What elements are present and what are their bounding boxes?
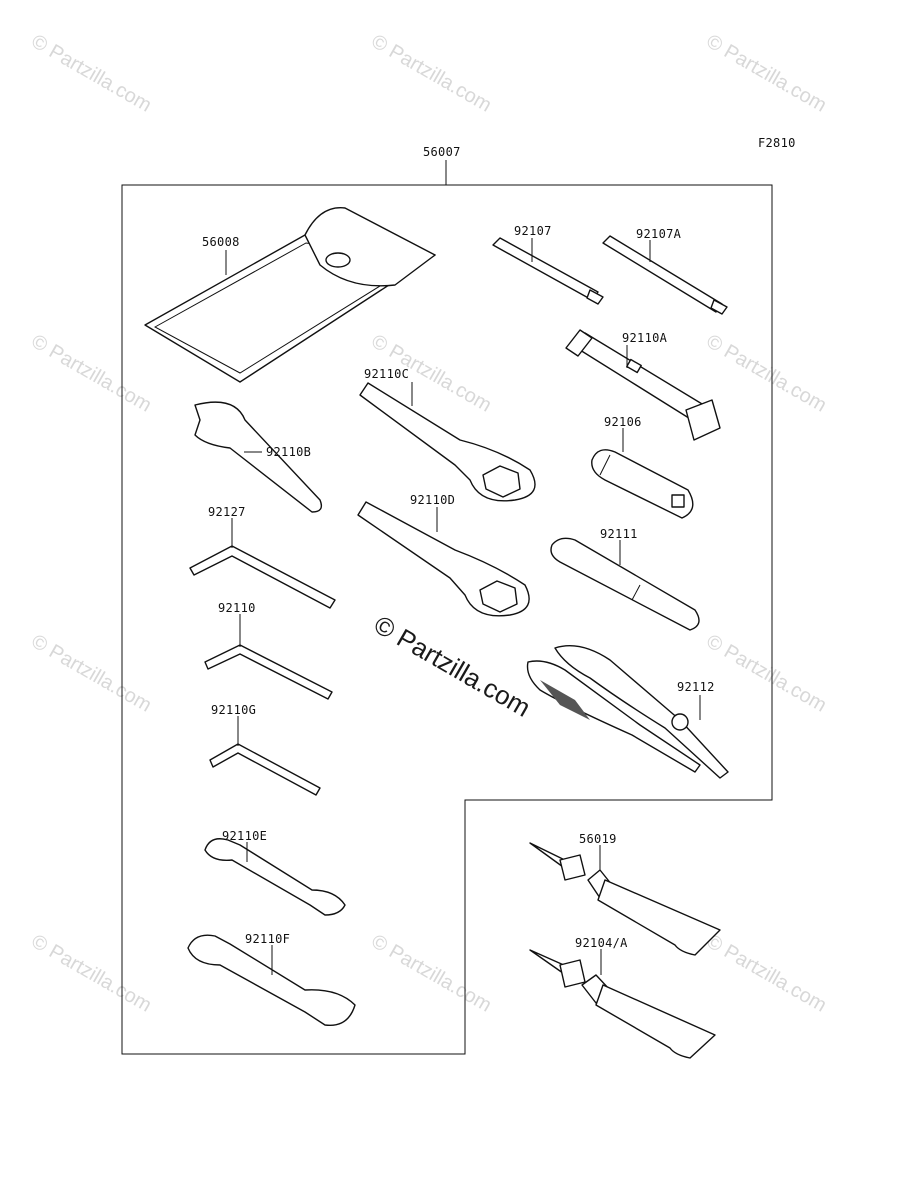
label-92106: 92106: [604, 415, 642, 429]
screwdriver-92107[interactable]: 92107: [492, 224, 604, 305]
screwdriver-92107A[interactable]: 92107A: [602, 227, 728, 315]
center-watermark: © Partzilla.com: [369, 609, 536, 723]
grease-tube-92104A[interactable]: 92104/A: [529, 936, 716, 1059]
label-92110F: 92110F: [245, 932, 290, 946]
watermark: © Partzilla.com: [703, 630, 831, 716]
watermark-grid: © Partzilla.com © Partzilla.com © Partzi…: [28, 30, 831, 1016]
socket-92106[interactable]: 92106: [591, 415, 694, 519]
tool-pouch-56008[interactable]: 56008: [144, 207, 436, 383]
open-wrench-92110F[interactable]: 92110F: [187, 932, 356, 1027]
label-92110B: 92110B: [266, 445, 311, 459]
watermark: © Partzilla.com: [703, 930, 831, 1016]
ring-wrench-92110C[interactable]: 92110C: [359, 367, 536, 502]
label-92110G: 92110G: [211, 703, 256, 717]
watermark: © Partzilla.com: [28, 330, 156, 416]
grease-tube-56019[interactable]: 56019: [529, 832, 721, 956]
label-56007: 56007: [423, 145, 461, 159]
hook-wrench-92110B[interactable]: 92110B: [194, 401, 323, 513]
label-56008: 56008: [202, 235, 240, 249]
label-92107A: 92107A: [636, 227, 682, 241]
label-92104A: 92104/A: [575, 936, 628, 950]
open-wrench-92110E[interactable]: 92110E: [204, 829, 346, 916]
pliers-92112[interactable]: 92112: [526, 645, 729, 779]
hex-key-92110G[interactable]: 92110G: [209, 703, 321, 796]
ring-wrench-92110D[interactable]: 92110D: [357, 493, 530, 617]
watermark: © Partzilla.com: [28, 630, 156, 716]
extension-bar-92111[interactable]: 92111: [550, 527, 700, 631]
watermark: © Partzilla.com: [368, 30, 496, 116]
watermark: © Partzilla.com: [28, 930, 156, 1016]
box-wrench-92110A[interactable]: 92110A: [565, 329, 721, 441]
label-56019: 56019: [579, 832, 617, 846]
figure-code: F2810: [758, 136, 796, 150]
label-92110E: 92110E: [222, 829, 267, 843]
label-92110C: 92110C: [364, 367, 409, 381]
label-92110A: 92110A: [622, 331, 668, 345]
watermark: © Partzilla.com: [703, 330, 831, 416]
watermark: © Partzilla.com: [368, 930, 496, 1016]
hex-key-92110[interactable]: 92110: [204, 601, 333, 700]
label-92112: 92112: [677, 680, 715, 694]
label-92107: 92107: [514, 224, 552, 238]
label-92111: 92111: [600, 527, 638, 541]
kit-boundary: [121, 184, 773, 1055]
watermark: © Partzilla.com: [28, 30, 156, 116]
label-92127: 92127: [208, 505, 246, 519]
hex-key-92127[interactable]: 92127: [189, 505, 336, 609]
label-92110D: 92110D: [410, 493, 455, 507]
watermark: © Partzilla.com: [703, 30, 831, 116]
label-92110: 92110: [218, 601, 256, 615]
